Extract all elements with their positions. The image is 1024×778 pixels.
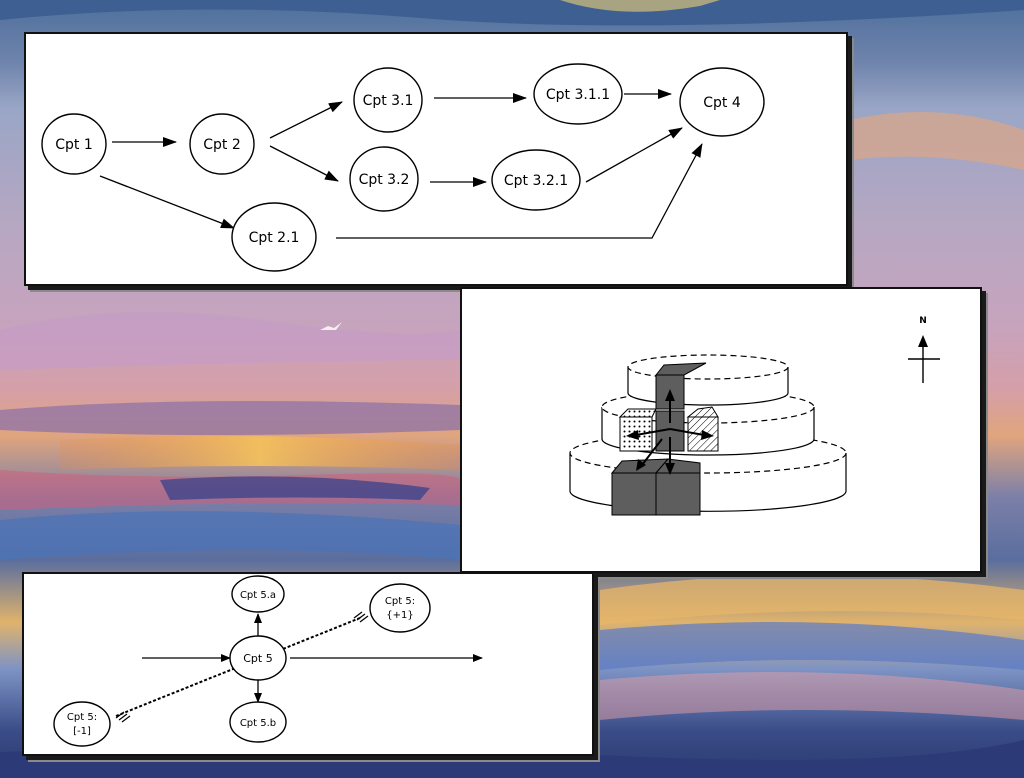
flow-diagram-canvas: Cpt 1 Cpt 2 Cpt 2.1 Cpt 3.1 Cpt 3.2 Cpt … (41, 63, 765, 272)
node-cpt4-label: Cpt 4 (703, 95, 741, 111)
edge-cpt321-cpt4 (585, 127, 683, 183)
edge-cpt2-cpt31 (269, 101, 343, 139)
node-cpt5-minus-line1: Cpt 5: (67, 712, 97, 723)
node-cpt31-label: Cpt 3.1 (363, 93, 414, 109)
dark-block-top (654, 362, 707, 452)
node-cpt5b-label: Cpt 5.b (240, 718, 276, 729)
node-cpt5b: Cpt 5.b (229, 701, 287, 743)
node-cpt5: Cpt 5 (229, 635, 287, 681)
node-cpt5-plus-line1: Cpt 5: (385, 596, 415, 607)
stacked-cylinder-diagram: N (460, 287, 982, 573)
tradeoff-diagram: Cpt 5 Cpt 5.a Cpt 5.b Cpt 5: {+1} Cpt 5:… (22, 572, 594, 756)
node-cpt2: Cpt 2 (189, 113, 255, 175)
node-cpt31: Cpt 3.1 (353, 67, 423, 133)
edge-cpt2-cpt32 (269, 145, 339, 182)
node-cpt321: Cpt 3.2.1 (491, 149, 581, 211)
node-cpt1-label: Cpt 1 (55, 137, 93, 153)
stack-diagram-canvas: N (569, 316, 940, 516)
node-cpt5-label: Cpt 5 (243, 652, 272, 665)
node-cpt21-label: Cpt 2.1 (249, 230, 300, 246)
node-cpt5-minus-line2: [-1] (73, 726, 91, 737)
node-cpt311-label: Cpt 3.1.1 (546, 87, 610, 103)
node-cpt2-label: Cpt 2 (203, 137, 241, 153)
node-cpt5-plus-line2: {+1} (386, 610, 413, 621)
node-cpt21: Cpt 2.1 (231, 202, 317, 272)
node-cpt32: Cpt 3.2 (349, 146, 419, 212)
hatched-block (686, 406, 719, 452)
node-cpt5a: Cpt 5.a (231, 575, 285, 613)
edge-cpt1-cpt21 (99, 175, 235, 229)
node-cpt4: Cpt 4 (679, 67, 765, 137)
cylinder-tier-top (627, 354, 789, 406)
node-cpt311: Cpt 3.1.1 (533, 63, 623, 125)
dark-block-bottom (610, 458, 701, 516)
node-cpt1: Cpt 1 (41, 113, 107, 175)
node-cpt32-label: Cpt 3.2 (359, 172, 410, 188)
compass-north-label: N (919, 316, 927, 326)
concept-flow-diagram: Cpt 1 Cpt 2 Cpt 2.1 Cpt 3.1 Cpt 3.2 Cpt … (24, 32, 848, 286)
node-cpt5-plus: Cpt 5: {+1} (369, 583, 431, 633)
node-cpt5a-label: Cpt 5.a (240, 590, 276, 601)
tradeoff-diagram-canvas: Cpt 5 Cpt 5.a Cpt 5.b Cpt 5: {+1} Cpt 5:… (53, 575, 483, 747)
compass-icon: N (908, 316, 940, 383)
direction-arrows (626, 389, 714, 475)
edge-cpt21-cpt4 (336, 143, 703, 239)
node-cpt321-label: Cpt 3.2.1 (504, 173, 568, 189)
node-cpt5-minus: Cpt 5: [-1] (53, 701, 111, 747)
